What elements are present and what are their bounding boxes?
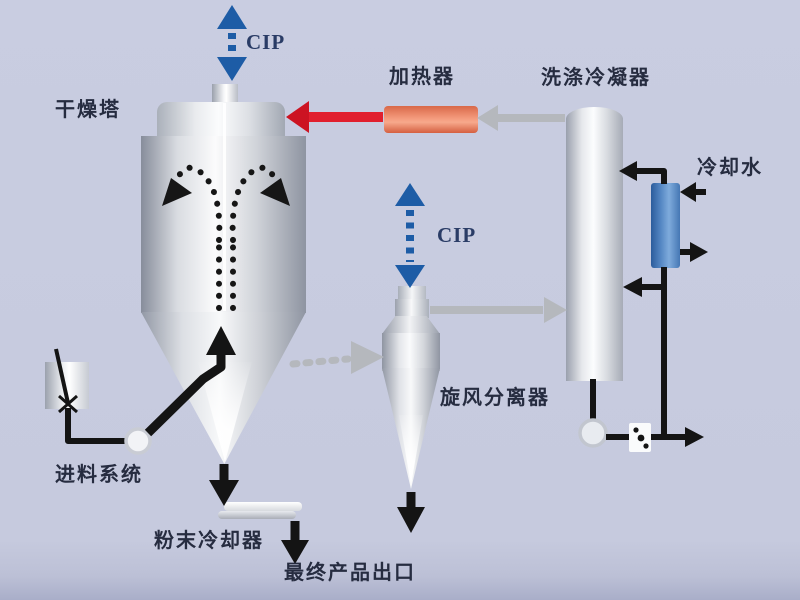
cyclone-collar (395, 299, 429, 318)
cyclone-outlet-arrow (397, 492, 425, 533)
label-cip-top: CIP (246, 30, 286, 54)
drain-arrowhead (685, 427, 704, 447)
condenser-to-heater-arrow (477, 105, 565, 131)
feed-pipe-upper (144, 354, 226, 437)
cooling-inlet-arrowhead (680, 182, 696, 202)
feed-pump (124, 427, 152, 455)
spray-trajectory-dots (173, 164, 279, 311)
washing-condenser-vessel (566, 107, 623, 381)
powder-cooler-tray (224, 502, 302, 511)
tower-outlet-arrow (209, 464, 239, 506)
cyclone-neck (398, 286, 426, 301)
cyclone-to-condenser-arrow (430, 297, 567, 323)
cip-arrow-middle (395, 183, 425, 288)
powder-cooler-tray-shadow (218, 511, 296, 519)
hot-air-arrow (286, 101, 383, 133)
spray-arrowhead-left (162, 178, 192, 206)
feed-pipe-lower (65, 408, 126, 444)
drain-pump (578, 418, 608, 448)
cooling-return-arrowhead (619, 161, 637, 181)
final-product-arrow (281, 521, 309, 564)
cooling-water-unit (651, 183, 680, 268)
drain-valve (629, 423, 651, 452)
cyclone-shoulder (382, 316, 440, 334)
label-cip-middle: CIP (437, 223, 477, 247)
spray-arrowhead-right (260, 178, 290, 206)
cooling-water-piping (636, 168, 706, 437)
cooling-branch-arrowhead (623, 277, 642, 297)
tower-to-cyclone-dotted-arrow (289, 341, 384, 374)
drying-tower-nozzle (212, 84, 238, 104)
cooling-outlet-arrowhead (690, 242, 708, 262)
label-feed-system: 进料系统 (55, 464, 143, 486)
heater-vessel (384, 106, 478, 133)
label-washing-condenser: 洗涤冷凝器 (541, 67, 651, 89)
cyclone-body (382, 333, 440, 371)
nozzle-line (223, 103, 226, 311)
label-cooling-water: 冷却水 (697, 157, 763, 179)
label-cyclone-separator: 旋风分离器 (440, 387, 550, 409)
label-heater: 加热器 (389, 66, 455, 88)
feed-arrowhead (206, 326, 236, 355)
label-final-product-outlet: 最终产品出口 (284, 562, 416, 584)
label-drying-tower: 干燥塔 (55, 99, 121, 121)
label-powder-cooler: 粉末冷却器 (154, 530, 264, 552)
feed-agitator (54, 348, 78, 414)
cip-arrow-top (217, 5, 247, 81)
